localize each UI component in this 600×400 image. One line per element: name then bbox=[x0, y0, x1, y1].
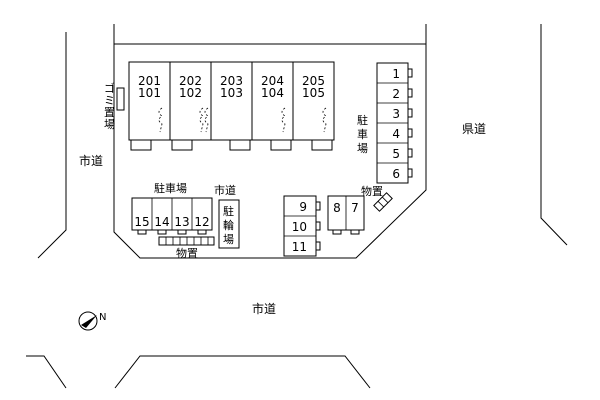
storage-south: 物置 bbox=[158, 236, 215, 260]
north-arrow-icon: N bbox=[78, 311, 106, 331]
unit-lower-number: 105 bbox=[302, 86, 325, 100]
unit-upper-number: 204 bbox=[261, 74, 284, 88]
unit-lower-number: 101 bbox=[138, 86, 161, 100]
unit-upper-number: 201 bbox=[138, 74, 161, 88]
parking-east-label: 駐 車 場 bbox=[357, 113, 372, 155]
storage-south-label: 物置 bbox=[176, 246, 198, 260]
parking-space-12: 12 bbox=[194, 215, 209, 229]
parking-space-6: 6 bbox=[392, 167, 400, 181]
parking-space-2: 2 bbox=[392, 87, 400, 101]
parking-space-8: 8 bbox=[333, 201, 341, 215]
parking-space-3: 3 bbox=[392, 107, 400, 121]
storage-east-label: 物置 bbox=[361, 184, 383, 198]
unit-lower-number: 104 bbox=[261, 86, 284, 100]
road-south-label: 市道 bbox=[252, 301, 276, 316]
north-letter: N bbox=[99, 312, 106, 323]
road-edges bbox=[26, 24, 568, 389]
parking-space-9: 9 bbox=[299, 200, 307, 214]
road-west-label: 市道 bbox=[79, 153, 103, 168]
parking-space-14: 14 bbox=[154, 215, 169, 229]
unit-upper-number: 205 bbox=[302, 74, 325, 88]
unit-upper-number: 202 bbox=[179, 74, 202, 88]
parking-se: 9 10 11 bbox=[283, 195, 321, 257]
parking-east: 1 2 3 4 5 6 bbox=[376, 62, 413, 184]
road-east-label: 県道 bbox=[462, 122, 486, 136]
parking-space-4: 4 bbox=[392, 127, 400, 141]
parking-sw: 15 14 13 12 bbox=[131, 197, 213, 235]
bicycle-label: 駐 輪 場 bbox=[223, 204, 238, 246]
parking-space-10: 10 bbox=[292, 220, 307, 234]
parking-space-1: 1 bbox=[392, 67, 400, 81]
parking-space-7: 7 bbox=[351, 201, 359, 215]
unit-lower-number: 103 bbox=[220, 86, 243, 100]
site-boundary bbox=[113, 24, 427, 259]
unit-upper-number: 203 bbox=[220, 74, 243, 88]
parking-space-5: 5 bbox=[392, 147, 400, 161]
garbage-label: ゴ ミ 置 場 bbox=[104, 81, 119, 131]
bicycle-parking: 駐 輪 場 bbox=[218, 199, 240, 249]
parking-space-15: 15 bbox=[134, 215, 149, 229]
unit-lower-number: 102 bbox=[179, 86, 202, 100]
parking-space-13: 13 bbox=[174, 215, 189, 229]
storage-east: 物置 bbox=[361, 184, 393, 212]
road-inner-label: 市道 bbox=[214, 183, 236, 197]
parking-sw-label: 駐車場 bbox=[154, 181, 187, 195]
parking-space-11: 11 bbox=[292, 240, 307, 254]
garbage-area: ゴ ミ 置 場 bbox=[104, 81, 125, 131]
